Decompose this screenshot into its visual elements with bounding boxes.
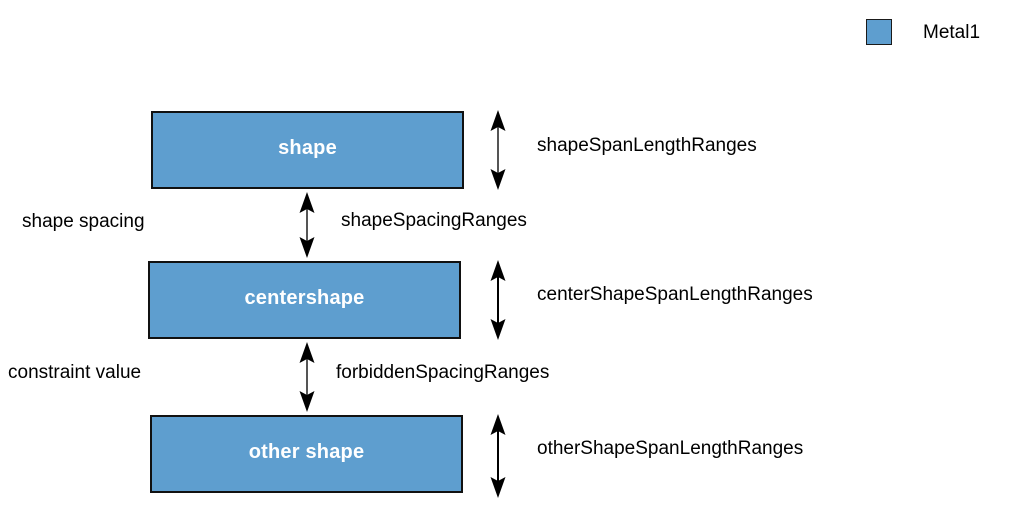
double-headed-vertical-arrow-icon <box>295 342 319 412</box>
double-headed-vertical-arrow-icon <box>486 414 510 498</box>
shape-box-label: other shape <box>248 440 365 463</box>
shape-box-label: shape <box>278 136 337 159</box>
double-headed-vertical-arrow-icon <box>486 110 510 190</box>
annotation-label-constraint-value: constraint value <box>8 362 142 383</box>
double-headed-vertical-arrow-icon <box>486 260 510 340</box>
annotation-label-center-shape-span-length-ranges: centerShapeSpanLengthRanges <box>537 284 813 305</box>
annotation-label-shape-spacing-ranges: shapeSpacingRanges <box>341 210 527 231</box>
shape-box-centershape: centershape <box>148 261 461 339</box>
shape-box-other-shape: other shape <box>150 415 463 493</box>
legend: Metal1 <box>866 19 980 45</box>
color-swatch-icon <box>866 19 892 45</box>
double-headed-vertical-arrow-icon <box>295 192 319 258</box>
shape-box-shape: shape <box>151 111 464 189</box>
annotation-label-other-shape-span-length-ranges: otherShapeSpanLengthRanges <box>537 438 804 459</box>
annotation-label-shape-spacing: shape spacing <box>22 211 145 232</box>
shape-box-label: centershape <box>244 286 365 309</box>
annotation-label-shape-span-length-ranges: shapeSpanLengthRanges <box>537 135 757 156</box>
annotation-label-forbidden-spacing-ranges: forbiddenSpacingRanges <box>336 362 550 383</box>
legend-label-metal1: Metal1 <box>923 21 981 43</box>
